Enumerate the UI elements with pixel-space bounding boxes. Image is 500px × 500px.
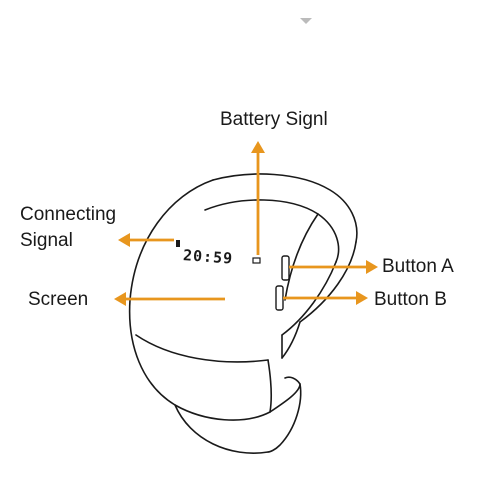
screen-label: Screen xyxy=(28,289,89,310)
side-buttons xyxy=(275,255,290,311)
battery-signal-icon xyxy=(252,257,261,264)
connecting-signal-label-line2: Signal xyxy=(20,230,73,251)
button-b-shape xyxy=(275,285,284,311)
battery-signal-label: Battery Signl xyxy=(220,109,328,130)
button-a-shape xyxy=(281,255,290,281)
button-b-label: Button B xyxy=(374,289,447,310)
display-time: 20:59 xyxy=(183,246,234,267)
bracelet-outline xyxy=(128,173,358,454)
top-chevron-icon xyxy=(300,18,312,24)
callout-arrows xyxy=(114,141,378,306)
connecting-signal-icon xyxy=(176,240,180,247)
connecting-signal-label-line1: Connecting xyxy=(20,204,117,225)
button-a-label: Button A xyxy=(382,256,454,277)
screen-display: 20:59 xyxy=(176,240,261,268)
